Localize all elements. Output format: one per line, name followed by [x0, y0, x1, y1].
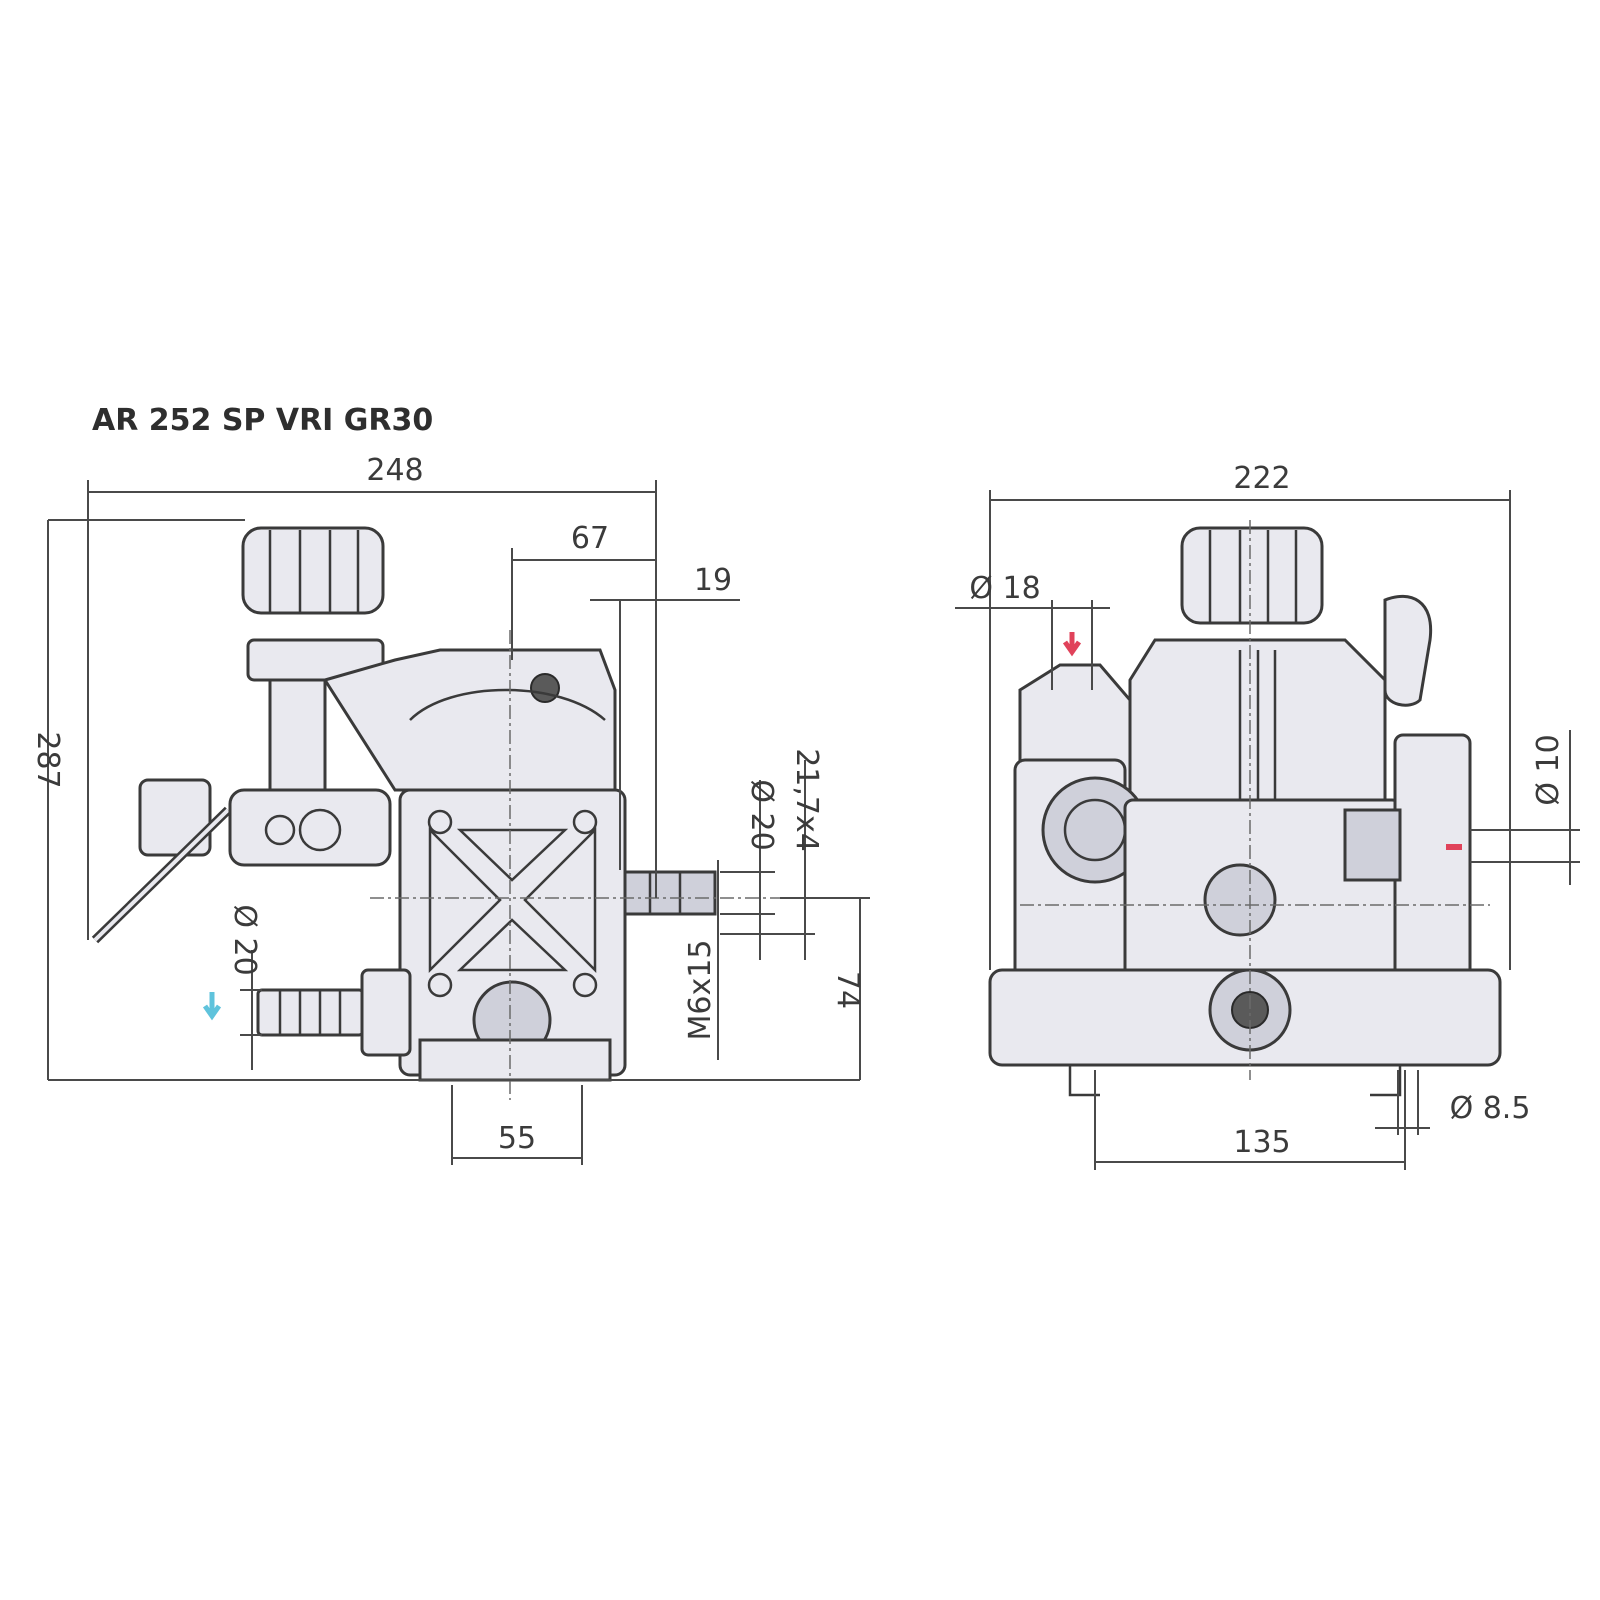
dimension-label: 222 [1233, 461, 1290, 496]
dimension-mount-thread: M6x15 [683, 860, 719, 1060]
front-view: 222 Ø 18 Ø 10 Ø 8.5 135 [955, 461, 1580, 1170]
dimension-label: 55 [498, 1121, 536, 1156]
dimension-overall-width: 248 [87, 453, 657, 940]
dimension-overall-width: 222 [989, 461, 1511, 970]
dimension-outlet-diameter: Ø 10 [1470, 730, 1580, 885]
front-view-pump-body [988, 520, 1502, 1097]
dimension-label: 74 [830, 971, 865, 1009]
dimension-label: 67 [571, 521, 609, 556]
dimension-hole-spacing: 135 [1094, 1070, 1406, 1170]
dimension-inlet-diameter: Ø 20 [227, 904, 262, 1070]
dimension-inlet-diameter: Ø 18 [955, 571, 1110, 690]
dimension-shaft-offset: 67 [511, 521, 656, 660]
side-view: 248 287 67 19 Ø 20 [30, 453, 870, 1165]
dimension-height: 287 [30, 519, 860, 1081]
dimension-shaft-diameter: Ø 20 [720, 779, 779, 960]
pump-head [322, 648, 617, 792]
dimension-label: Ø 20 [227, 904, 262, 975]
dimension-label: Ø 18 [969, 571, 1040, 606]
dimension-label: 19 [694, 563, 732, 598]
inlet-fitting [256, 988, 365, 1037]
dimension-label: Ø 8.5 [1450, 1091, 1531, 1126]
pressure-knob [241, 526, 385, 615]
mounting-foot [418, 1038, 612, 1082]
drawing-title: AR 252 SP VRI GR30 [92, 403, 433, 438]
dimension-label: 248 [366, 453, 423, 488]
dimension-hole-diameter: Ø 8.5 [1375, 1070, 1530, 1135]
side-view-pump-body [91, 526, 780, 1100]
dimension-keyway: 21,7x4 [720, 748, 824, 960]
dimension-foot-width: 55 [451, 1085, 583, 1165]
dimension-label: 21,7x4 [789, 748, 824, 852]
dimension-label: 135 [1233, 1125, 1290, 1160]
dimension-label: 287 [30, 731, 65, 788]
pressure-knob [1180, 526, 1324, 625]
drive-shaft [623, 870, 717, 916]
inlet-arrow-icon [1062, 632, 1082, 657]
dimension-label: Ø 20 [744, 779, 779, 850]
dimension-label: M6x15 [683, 940, 718, 1041]
dimension-shaft-height: 74 [780, 897, 870, 1080]
dimension-shaft-length: 19 [590, 563, 740, 870]
inlet-arrow-icon [202, 992, 222, 1021]
dimension-label: Ø 10 [1531, 734, 1566, 805]
